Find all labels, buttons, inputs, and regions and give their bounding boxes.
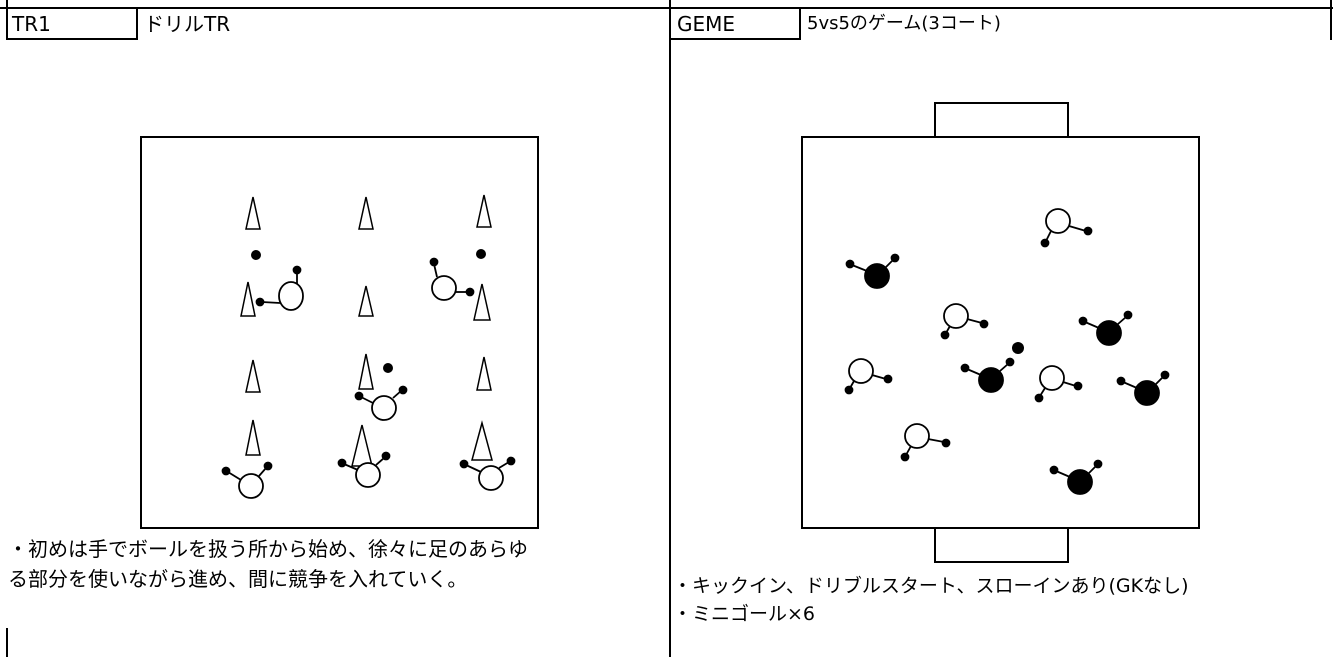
- player: [429, 257, 475, 301]
- goal-bottom: [934, 527, 1069, 563]
- player: [221, 461, 273, 499]
- cone: [358, 353, 374, 390]
- ball: [476, 249, 486, 259]
- black-team: [845, 253, 1170, 495]
- balls: [251, 249, 486, 373]
- section-code-left: TR1: [12, 12, 51, 36]
- cone: [471, 420, 493, 461]
- left-header-underline: [6, 38, 138, 40]
- right-note-line-1: ・キックイン、ドリブルスタート、スローインあり(GKなし): [673, 575, 1189, 597]
- right-border-top: [1330, 0, 1332, 40]
- cones: [240, 194, 493, 467]
- section-title-left: ドリルTR: [144, 12, 231, 36]
- player: [255, 265, 304, 311]
- left-note-line-1: ・初めは手でボールを扱う所から始め、徐々に足のあらゆ: [8, 537, 528, 561]
- white-player: [1040, 208, 1093, 248]
- section-title-right: 5vs5のゲーム(3コート): [807, 13, 1001, 34]
- cone: [473, 283, 491, 321]
- black-player: [845, 253, 900, 289]
- white-player: [900, 423, 951, 462]
- cone: [245, 196, 261, 230]
- player: [337, 451, 391, 488]
- section-code-right: GEME: [677, 12, 736, 36]
- white-player: [940, 303, 989, 340]
- black-player: [960, 357, 1015, 393]
- left-note-line-2: る部分を使いながら進め、間に競争を入れていく。: [8, 567, 468, 591]
- left-border-bottom: [6, 628, 8, 657]
- top-border: [0, 7, 1333, 9]
- right-header-sep: [799, 8, 801, 40]
- drill-players: [221, 257, 516, 499]
- black-player: [1049, 459, 1103, 495]
- white-team: [844, 208, 1093, 462]
- cone: [358, 285, 374, 317]
- goal-top: [934, 102, 1069, 138]
- cone: [245, 359, 261, 393]
- cone: [476, 356, 492, 391]
- left-border: [6, 0, 8, 40]
- cone: [476, 194, 492, 228]
- black-player: [1078, 310, 1133, 346]
- right-note-line-2: ・ミニゴール×6: [673, 603, 816, 625]
- cone: [245, 419, 261, 456]
- cone: [240, 281, 256, 317]
- player: [459, 456, 516, 491]
- white-player: [1034, 365, 1083, 403]
- left-header-sep: [136, 8, 138, 40]
- game-ball: [1012, 342, 1024, 354]
- drill-field: [140, 136, 539, 529]
- black-player: [1116, 370, 1170, 406]
- game-field: [801, 136, 1200, 529]
- right-header-underline: [671, 38, 801, 40]
- cone: [358, 196, 374, 230]
- center-divider: [669, 0, 671, 657]
- ball: [251, 250, 261, 260]
- ball: [383, 363, 393, 373]
- player: [354, 385, 408, 421]
- white-player: [844, 358, 893, 395]
